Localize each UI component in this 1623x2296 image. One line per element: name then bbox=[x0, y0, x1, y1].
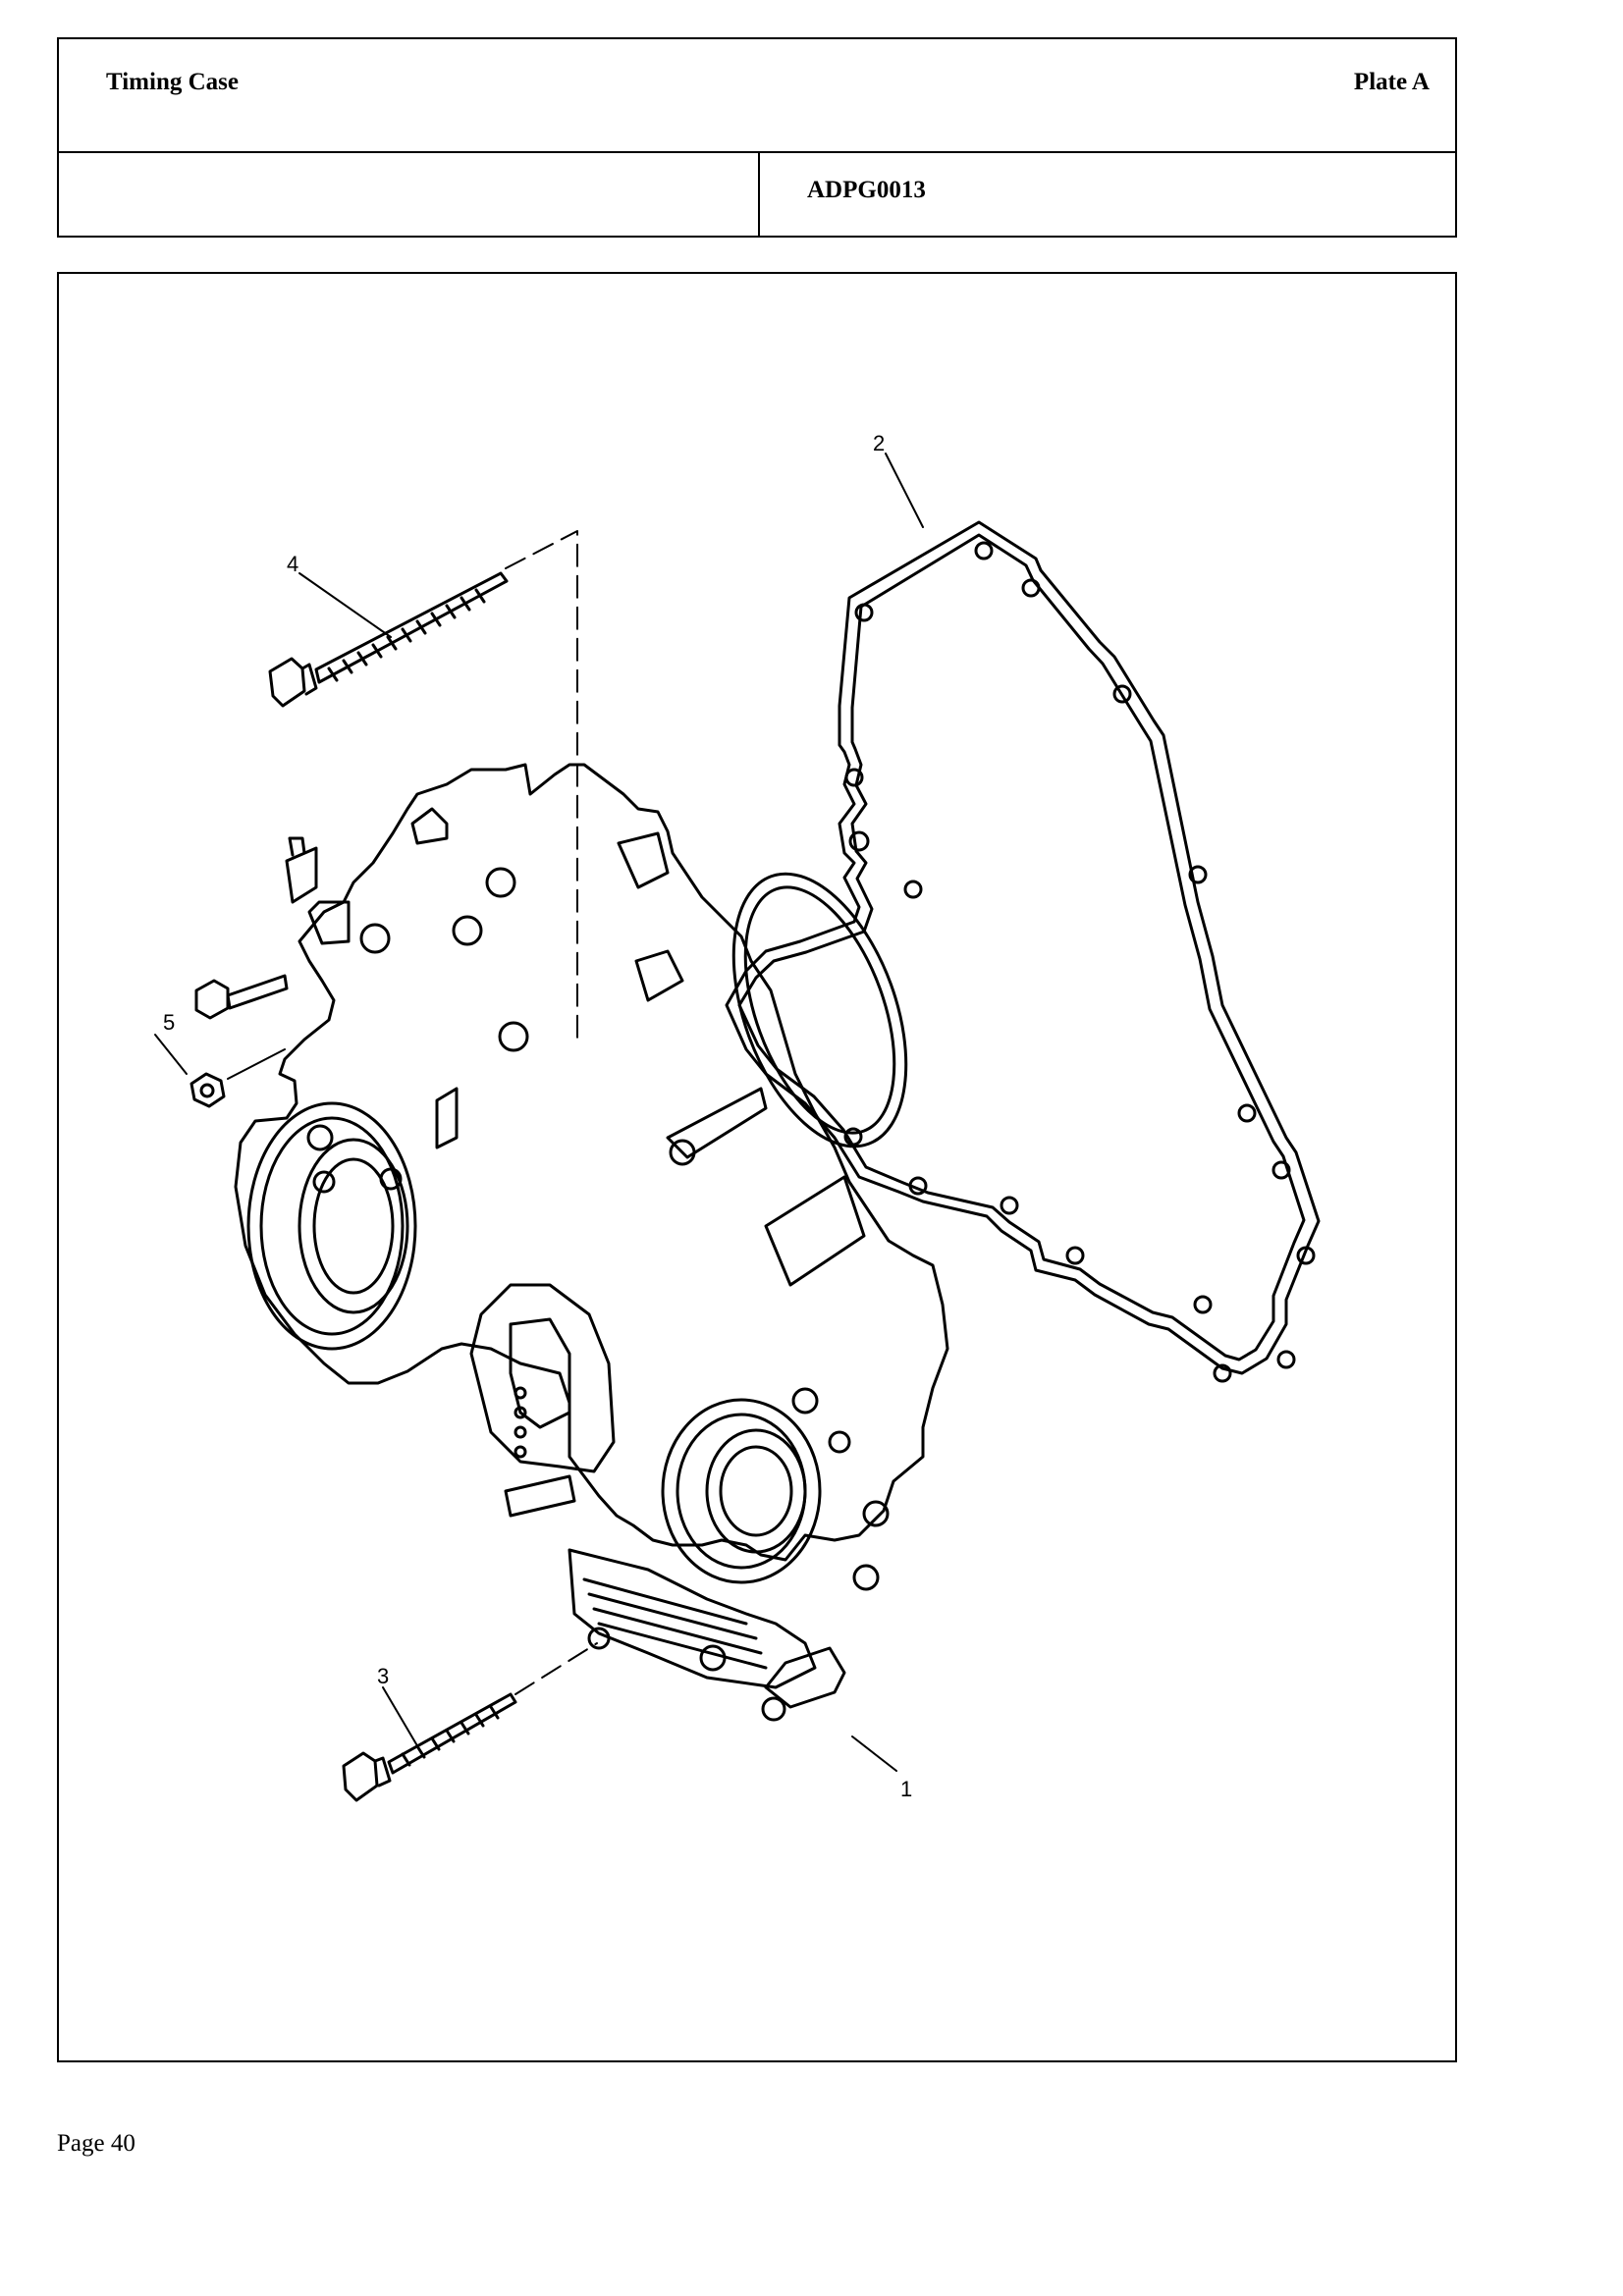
stud-part bbox=[194, 974, 289, 1020]
header-title-row: Timing Case Plate A bbox=[59, 39, 1455, 153]
page-number: Page 40 bbox=[57, 2130, 135, 2157]
callout-4: 4 bbox=[287, 552, 298, 576]
leader-lines bbox=[154, 453, 924, 1772]
leader-1 bbox=[851, 1735, 897, 1772]
gasket-part bbox=[725, 520, 1321, 1383]
callout-2: 2 bbox=[873, 431, 885, 455]
nut-part-5 bbox=[189, 1072, 226, 1108]
alignment-lines bbox=[505, 530, 598, 1695]
callout-5: 5 bbox=[163, 1010, 175, 1035]
header-code-row: ADPG0013 bbox=[59, 153, 1455, 238]
leader-5 bbox=[154, 1034, 188, 1075]
illustration-frame: 4 2 5 3 1 bbox=[57, 272, 1457, 2062]
bolt-4-alignment bbox=[505, 530, 578, 1041]
bolt-part-4 bbox=[268, 571, 509, 708]
header-empty-cell bbox=[59, 153, 760, 238]
timing-case-cover-part bbox=[234, 763, 949, 1722]
timing-case-exploded-diagram: 4 2 5 3 1 bbox=[154, 431, 1321, 1802]
leader-2 bbox=[885, 453, 924, 528]
leader-4 bbox=[298, 572, 392, 638]
callout-3: 3 bbox=[377, 1664, 389, 1688]
callout-1: 1 bbox=[900, 1777, 912, 1801]
bolt-part-3 bbox=[342, 1692, 517, 1802]
leader-3 bbox=[382, 1686, 423, 1755]
bolt-3-alignment bbox=[514, 1642, 598, 1695]
page-title: Timing Case bbox=[106, 69, 239, 95]
header-table: Timing Case Plate A ADPG0013 bbox=[57, 37, 1457, 238]
plate-label: Plate A bbox=[1353, 69, 1430, 95]
illustration-code: ADPG0013 bbox=[807, 177, 926, 203]
leader-5-stud bbox=[227, 1048, 286, 1080]
